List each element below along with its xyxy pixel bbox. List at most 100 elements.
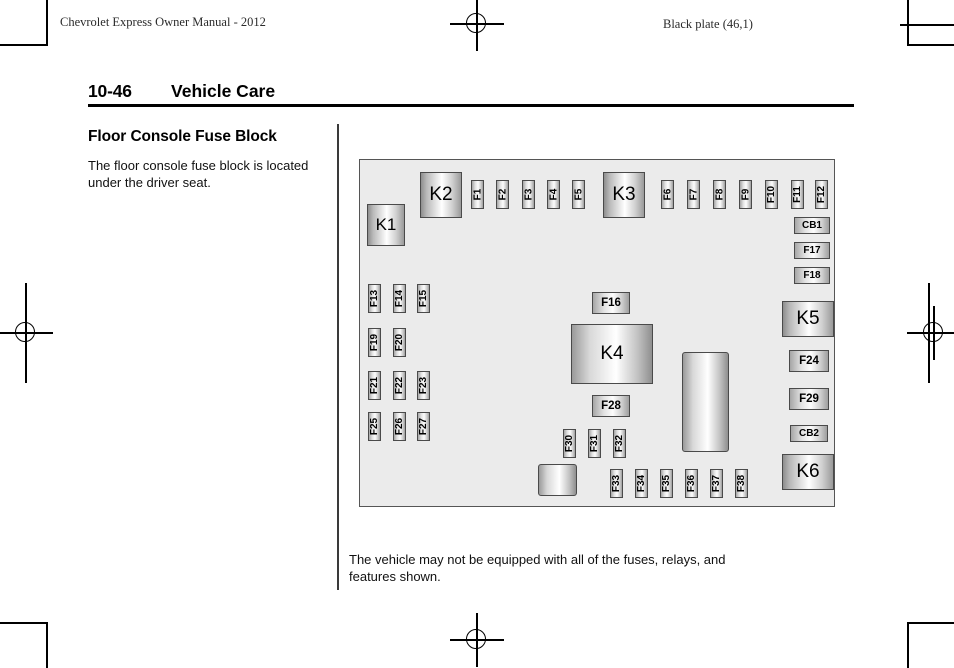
fuse-F32-label: F32 [614,434,626,453]
fuse-F24-label: F24 [799,355,819,367]
fuse-F7-label: F7 [688,188,700,201]
fuse-F36[interactable]: F36 [685,469,698,498]
registration-mark-right [907,306,954,360]
registration-mark-top [450,0,504,51]
fuse-F34[interactable]: F34 [635,469,648,498]
fuse-F12[interactable]: F12 [815,180,828,209]
fuse-F35-label: F35 [661,474,673,493]
relay-K4-label: K4 [600,343,624,364]
relay-K2-label: K2 [429,184,453,205]
black-plate-header: Black plate (46,1) [663,17,753,31]
fuse-F7[interactable]: F7 [687,180,700,209]
fuse-F4-label: F4 [548,188,560,201]
manual-title-header: Chevrolet Express Owner Manual - 2012 [60,15,266,29]
fuse-F5-label: F5 [573,188,585,201]
fuse-F15[interactable]: F15 [417,284,430,313]
fuse-F36-label: F36 [686,474,698,493]
fuse-F16[interactable]: F16 [592,292,630,314]
circuit-breaker-CB1[interactable]: CB1 [794,217,830,234]
page-section-title: Vehicle Care [171,81,276,101]
circuit-breaker-CB1-label: CB1 [801,220,822,231]
relay-K1[interactable]: K1 [367,204,405,246]
crop-mark-top-left-horizontal [0,44,46,46]
fuse-F31-label: F31 [589,434,601,453]
fuse-F13[interactable]: F13 [368,284,381,313]
fuse-F9[interactable]: F9 [739,180,752,209]
fuse-F28[interactable]: F28 [592,395,630,417]
fuse-F14[interactable]: F14 [393,284,406,313]
fuse-F18[interactable]: F18 [794,267,830,284]
fuse-F2-label: F2 [497,188,509,201]
crop-mark-bottom-right-horizontal [908,622,954,624]
fuse-F14-label: F14 [394,289,406,308]
fuse-F31[interactable]: F31 [588,429,601,458]
crop-mark-top-left-vertical [46,0,48,46]
fuse-F27[interactable]: F27 [417,412,430,441]
relay-K2[interactable]: K2 [420,172,462,218]
circuit-breaker-CB2-label: CB2 [798,428,819,439]
header-rule-right [900,24,954,26]
fuse-F29[interactable]: F29 [789,388,829,410]
fuse-F30-label: F30 [564,434,576,453]
fuse-F19[interactable]: F19 [368,328,381,357]
fuse-F37[interactable]: F37 [710,469,723,498]
fuse-F5[interactable]: F5 [572,180,585,209]
relay-K3[interactable]: K3 [603,172,645,218]
fuse-F4[interactable]: F4 [547,180,560,209]
fuse-F13-label: F13 [369,289,381,308]
fuse-F2[interactable]: F2 [496,180,509,209]
blank-component-bottom-left[interactable] [538,464,577,496]
relay-K1-label: K1 [375,215,397,234]
fuse-F24[interactable]: F24 [789,350,829,372]
fuse-F1-label: F1 [472,188,484,201]
fuse-F17[interactable]: F17 [794,242,830,259]
diagram-caption: The vehicle may not be equipped with all… [349,552,726,584]
fuse-F33-label: F33 [611,474,623,493]
fuse-F29-label: F29 [799,393,819,405]
fuse-F25[interactable]: F25 [368,412,381,441]
fuse-F26[interactable]: F26 [393,412,406,441]
article-body: The floor console fuse block is located … [88,158,309,190]
fuse-F22[interactable]: F22 [393,371,406,400]
fuse-F27-label: F27 [418,417,430,436]
article-heading: Floor Console Fuse Block [88,128,277,145]
fuse-F6-label: F6 [662,188,674,201]
relay-K4[interactable]: K4 [571,324,653,384]
fuse-F20-label: F20 [394,333,406,352]
crop-mark-top-right-vertical [907,0,909,46]
fuse-F12-label: F12 [816,185,828,204]
fuse-F3-label: F3 [523,188,535,201]
relay-K3-label: K3 [612,184,636,205]
fuse-F23-label: F23 [418,376,430,395]
fuse-F23[interactable]: F23 [417,371,430,400]
fuse-F33[interactable]: F33 [610,469,623,498]
fuse-F11[interactable]: F11 [791,180,804,209]
fuse-F26-label: F26 [394,417,406,436]
crop-mark-bottom-left-horizontal [0,622,46,624]
relay-K5-label: K5 [796,308,820,329]
crop-mark-bottom-left-vertical [46,622,48,668]
fuse-F35[interactable]: F35 [660,469,673,498]
fuse-F6[interactable]: F6 [661,180,674,209]
fuse-F1[interactable]: F1 [471,180,484,209]
relay-K6-label: K6 [796,461,820,482]
fuse-F20[interactable]: F20 [393,328,406,357]
relay-K6[interactable]: K6 [782,454,834,490]
fuse-F30[interactable]: F30 [563,429,576,458]
fuse-F19-label: F19 [369,333,381,352]
fuse-F9-label: F9 [740,188,752,201]
crop-mark-bottom-right-vertical [907,622,909,668]
floor-console-fuse-block-diagram: K1 K2 K3 F1 F2 F3 F4 F5 F6 F7 F8 F9 F10 … [359,159,835,507]
fuse-F8[interactable]: F8 [713,180,726,209]
fuse-F11-label: F11 [792,186,803,203]
fuse-F18-label: F18 [803,270,821,281]
registration-mark-left [0,306,53,360]
fuse-F38[interactable]: F38 [735,469,748,498]
fuse-F32[interactable]: F32 [613,429,626,458]
circuit-breaker-CB2[interactable]: CB2 [790,425,828,442]
fuse-F10[interactable]: F10 [765,180,778,209]
fuse-F3[interactable]: F3 [522,180,535,209]
relay-K5[interactable]: K5 [782,301,834,337]
blank-component-right[interactable] [682,352,729,452]
fuse-F21[interactable]: F21 [368,371,381,400]
